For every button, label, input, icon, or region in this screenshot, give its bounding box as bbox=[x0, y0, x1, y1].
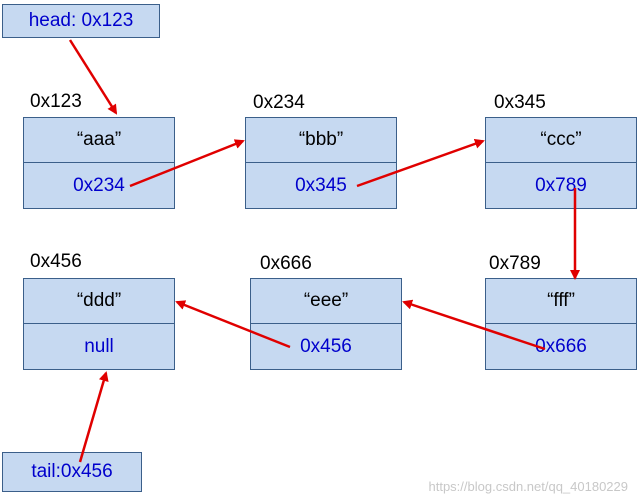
arrow-head-to-aaa bbox=[68, 39, 118, 115]
node-value: “aaa” bbox=[24, 118, 174, 163]
list-node-ccc: “ccc” 0x789 bbox=[485, 117, 637, 209]
node-value: “eee” bbox=[251, 279, 401, 324]
tail-pointer-box: tail:0x456 bbox=[2, 452, 142, 492]
watermark: https://blog.csdn.net/qq_40180229 bbox=[428, 479, 629, 494]
node-address-0x666: 0x666 bbox=[260, 253, 312, 274]
list-node-bbb: “bbb” 0x345 bbox=[245, 117, 397, 209]
node-address-0x234: 0x234 bbox=[253, 92, 305, 113]
node-value: “ccc” bbox=[486, 118, 636, 163]
node-next-pointer: 0x666 bbox=[535, 335, 587, 357]
list-node-fff: “fff” 0x666 bbox=[485, 278, 637, 370]
node-next-pointer: null bbox=[84, 335, 114, 357]
node-next-pointer: 0x456 bbox=[300, 335, 352, 357]
arrow-eee-to-ddd bbox=[175, 300, 291, 349]
arrow-aaa-to-bbb bbox=[129, 139, 245, 188]
node-address-0x789: 0x789 bbox=[489, 253, 541, 274]
list-node-ddd: “ddd” null bbox=[23, 278, 175, 370]
head-pointer-label: head: 0x123 bbox=[28, 10, 134, 31]
head-pointer-box: head: 0x123 bbox=[2, 4, 160, 38]
list-node-eee: “eee” 0x456 bbox=[250, 278, 402, 370]
node-value: “fff” bbox=[486, 279, 636, 324]
tail-pointer-label: tail:0x456 bbox=[31, 461, 113, 482]
arrow-bbb-to-ccc bbox=[356, 138, 485, 188]
node-value: “bbb” bbox=[246, 118, 396, 163]
node-address-0x123: 0x123 bbox=[30, 91, 82, 112]
arrow-tail-to-ddd bbox=[78, 371, 109, 463]
node-address-0x456: 0x456 bbox=[30, 251, 82, 272]
node-value: “ddd” bbox=[24, 279, 174, 324]
node-next-pointer: 0x345 bbox=[295, 174, 347, 196]
arrow-fff-to-eee bbox=[402, 299, 546, 351]
list-node-aaa: “aaa” 0x234 bbox=[23, 117, 175, 209]
node-address-0x345: 0x345 bbox=[494, 92, 546, 113]
node-next-pointer: 0x234 bbox=[73, 174, 125, 196]
